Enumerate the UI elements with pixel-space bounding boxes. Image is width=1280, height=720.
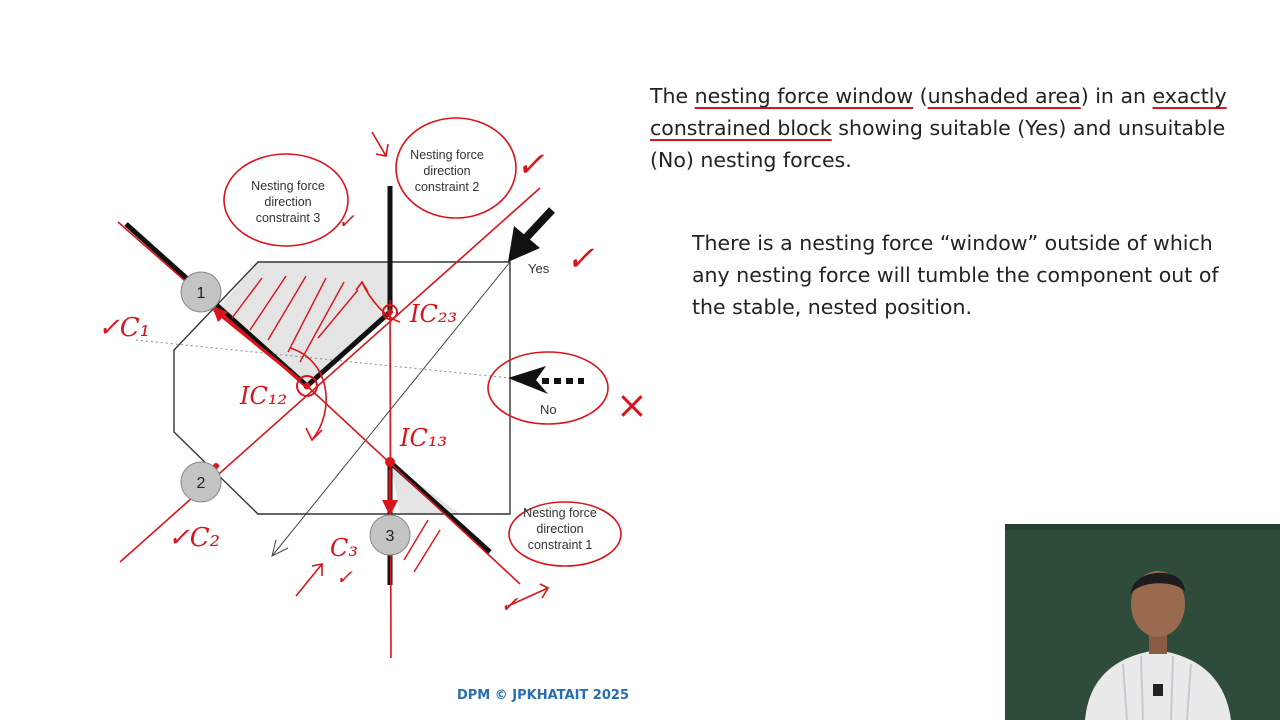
no-cross-annotation: × bbox=[616, 383, 648, 427]
c1-annotation: ✓C₁ bbox=[98, 313, 150, 343]
constraint-1-line bbox=[388, 460, 492, 554]
ink-arrow-c1-end bbox=[507, 583, 550, 607]
ink-arrow-top bbox=[371, 131, 389, 157]
shaded-region bbox=[218, 262, 390, 386]
ic13-annotation: IC₁₃ bbox=[399, 424, 447, 452]
svg-text:constraint 2: constraint 2 bbox=[415, 180, 480, 194]
slide-note: There is a nesting force “window” outsid… bbox=[692, 231, 1219, 319]
svg-text:direction: direction bbox=[423, 164, 470, 178]
window-arrow-head bbox=[271, 539, 289, 557]
yes-force-arrow bbox=[508, 207, 555, 262]
ink-arrowhead-contact3 bbox=[382, 500, 398, 516]
ic12-dot bbox=[303, 382, 311, 390]
contact-point-2: 2 bbox=[180, 461, 222, 503]
svg-text:3: 3 bbox=[386, 528, 395, 545]
ink-arrow-c3 bbox=[295, 563, 323, 597]
no-label-ring bbox=[487, 351, 609, 425]
ink-rotation-arrow-ic12 bbox=[289, 347, 327, 441]
svg-text:1: 1 bbox=[197, 285, 206, 302]
presenter-video bbox=[1005, 524, 1280, 720]
no-force-arrow bbox=[508, 366, 584, 394]
c3-check-annotation: ✓ bbox=[336, 565, 353, 589]
caption-underlined-unshaded: unshaded area bbox=[927, 84, 1081, 108]
ic13-dot bbox=[385, 457, 395, 467]
caption-underlined-block: exactly constrained block bbox=[650, 84, 1227, 140]
svg-text:2: 2 bbox=[197, 475, 206, 492]
contact-point-3: 3 bbox=[369, 514, 411, 556]
nesting-force-diagram: 1 2 3 Nesting force direction constraint… bbox=[98, 117, 648, 659]
constraint-2-label: Nesting force direction constraint 2 bbox=[395, 117, 517, 219]
c2-annotation: ✓C₂ bbox=[168, 523, 220, 553]
constraint-3-label: Nesting force direction constraint 3 bbox=[223, 153, 349, 247]
svg-text:Nesting force: Nesting force bbox=[523, 506, 597, 520]
yes-tick-annotation: ✓ bbox=[566, 239, 595, 279]
svg-text:direction: direction bbox=[264, 195, 311, 209]
no-label: No bbox=[540, 402, 557, 417]
slide-footer: DPM © JPKHATAIT 2025 bbox=[456, 688, 629, 703]
ic23-marker bbox=[382, 304, 398, 320]
svg-text:Nesting force: Nesting force bbox=[410, 148, 484, 162]
ink-arrowhead-ic23 bbox=[355, 280, 369, 293]
ink-arrowhead-contact1 bbox=[212, 306, 228, 322]
ic12-marker bbox=[296, 375, 318, 397]
ink-arrow-contact1 bbox=[213, 308, 301, 382]
c2-label-tick-annotation: ✓ bbox=[338, 209, 355, 233]
ic23-annotation: IC₂₃ bbox=[409, 300, 457, 328]
ic23-dot bbox=[387, 309, 393, 315]
ink-hatching bbox=[231, 275, 441, 573]
ic12-annotation: IC₁₂ bbox=[239, 382, 287, 410]
constraint-1-label: Nesting force direction constraint 1 bbox=[508, 501, 622, 567]
svg-text:direction: direction bbox=[536, 522, 583, 536]
svg-text:constraint 1: constraint 1 bbox=[528, 538, 593, 552]
contact-point-1: 1 bbox=[180, 271, 222, 313]
svg-text:Nesting force: Nesting force bbox=[251, 179, 325, 193]
svg-text:constraint 3: constraint 3 bbox=[256, 211, 321, 225]
c3-annotation: C₃ bbox=[330, 534, 358, 562]
ink-arrowhead-ic12 bbox=[305, 427, 323, 442]
slide-caption: The nesting force window (unshaded area)… bbox=[650, 84, 1227, 172]
yes-label: Yes bbox=[528, 261, 550, 276]
caption-underlined-window: nesting force window bbox=[694, 84, 914, 108]
ink-ic13-line bbox=[306, 385, 521, 585]
presenter-head bbox=[1131, 571, 1185, 637]
top-tick-annotation: ✓ bbox=[516, 145, 545, 185]
ink-c2-diagonal bbox=[119, 187, 541, 563]
c1-end-tick-annotation: ✓ bbox=[500, 593, 519, 618]
